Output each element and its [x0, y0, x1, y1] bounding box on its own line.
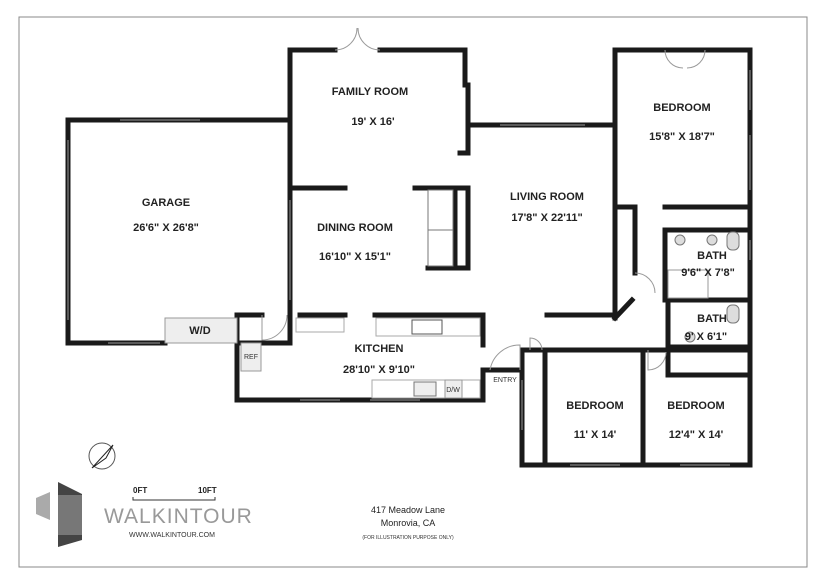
dw-label: D/W [446, 387, 460, 394]
fixtures [164, 189, 740, 399]
room-label-bath2: BATH [697, 313, 727, 325]
room-label-living: LIVING ROOM [510, 191, 584, 203]
room-size-bedroom2: 11' X 14' [574, 429, 617, 441]
bathtub-icon [667, 269, 709, 299]
washer-dryer [164, 317, 238, 344]
room-size-family: 19' X 16' [351, 116, 395, 128]
refrigerator [240, 342, 262, 372]
brand-url[interactable]: WWW.WALKINTOUR.COM [129, 532, 215, 539]
walls [65, 47, 753, 468]
room-size-dining: 16'10" X 15'1" [319, 251, 391, 263]
page-border [18, 16, 808, 568]
ref-label: REF [244, 354, 258, 361]
scale-start: 0FT [133, 486, 147, 495]
toilet-icon [726, 231, 740, 251]
fireplace-icon-2 [427, 229, 454, 267]
address-line2: Monrovia, CA [381, 518, 436, 528]
scale-end: 10FT [198, 486, 217, 495]
windows [67, 70, 751, 466]
sink-icon [413, 381, 437, 397]
room-label-bedroom1: BEDROOM [653, 102, 710, 114]
room-size-bath1: 9'6" X 7'8" [681, 267, 735, 279]
fireplace-icon [427, 189, 454, 231]
room-size-garage: 26'6" X 26'8" [133, 222, 199, 234]
address-line1: 417 Meadow Lane [371, 505, 445, 515]
wd-label: W/D [189, 325, 210, 337]
sink-icon-bath1b [706, 234, 718, 246]
room-size-living: 17'8" X 22'11" [511, 212, 582, 224]
room-label-bedroom3: BEDROOM [667, 400, 724, 412]
room-size-bath2: 9' X 6'1" [685, 331, 727, 343]
entry-label: ENTRY [493, 377, 517, 384]
stove-icon [411, 319, 443, 335]
brand-logo-icon [36, 482, 82, 547]
room-size-kitchen: 28'10" X 9'10" [343, 364, 415, 376]
sink-icon-bath2 [684, 331, 696, 343]
brand-name: WALKINTOUR [104, 505, 253, 528]
toilet-icon-2 [726, 304, 740, 324]
room-label-family: FAMILY ROOM [332, 86, 408, 98]
illustration-note: (FOR ILLUSTRATION PURPOSE ONLY) [362, 535, 454, 541]
dishwasher [444, 379, 463, 399]
room-size-bedroom1: 15'8" X 18'7" [649, 131, 715, 143]
sink-icon-bath1 [674, 234, 686, 246]
doors [261, 27, 706, 371]
counter [295, 317, 345, 333]
room-label-kitchen: KITCHEN [355, 343, 404, 355]
room-label-dining: DINING ROOM [317, 222, 393, 234]
scale-bar: 0FT 10FT [132, 486, 217, 501]
room-label-bedroom2: BEDROOM [566, 400, 623, 412]
room-label-bath1: BATH [697, 250, 727, 262]
room-size-bedroom3: 12'4" X 14' [669, 429, 724, 441]
compass-icon [88, 442, 116, 470]
room-label-garage: GARAGE [142, 197, 190, 209]
